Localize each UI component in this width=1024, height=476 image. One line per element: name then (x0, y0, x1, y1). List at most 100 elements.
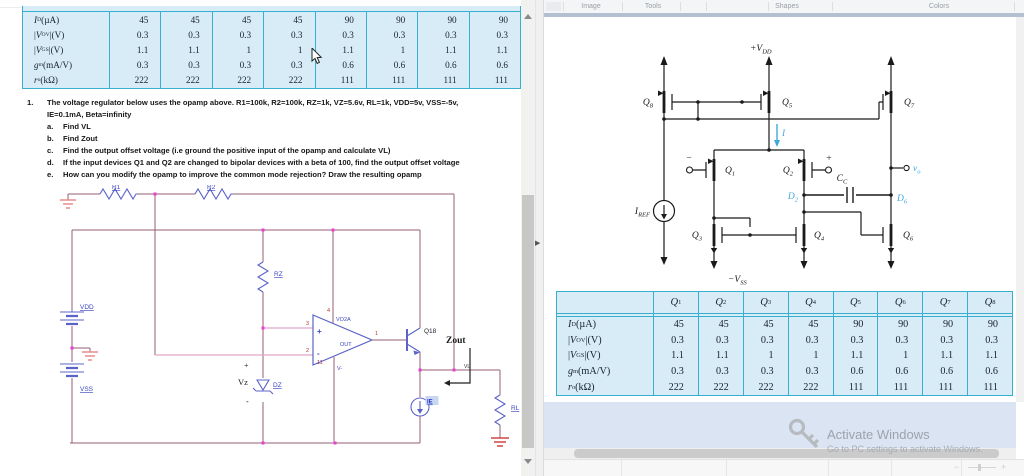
opamp-wires (662, 63, 903, 263)
pin1-label: 1 (375, 331, 378, 337)
activate-windows-title: Activate Windows (827, 427, 930, 442)
table-cell: 1.1 (468, 42, 520, 58)
scroll-up-arrow[interactable] (524, 14, 532, 19)
vz-plus: + (244, 361, 249, 370)
ribbon-separator (622, 2, 623, 11)
table-cell: 45 (697, 317, 743, 333)
ground-symbol-mid (82, 351, 98, 361)
fig-vdd-label: +VDD (750, 44, 772, 56)
problem-item-b: b. Find Zout (47, 134, 98, 143)
table-cell: 222 (263, 72, 314, 88)
vminus-label: V- (337, 366, 342, 372)
ribbon-bottom-band (544, 13, 1024, 17)
fig-q1-label: Q1 (725, 166, 735, 178)
canvas-lower-band (544, 402, 1016, 448)
fig-q4-label: Q4 (814, 231, 825, 243)
ground-symbol-load (491, 437, 509, 447)
fig-d2-label: D2 (787, 192, 799, 204)
zout-arrow (444, 348, 471, 386)
zoom-in-icon[interactable]: + (1001, 462, 1007, 472)
table-cell: 0.3 (109, 27, 160, 43)
activate-windows-subtitle: Go to PC settings to activate Windows. (827, 444, 983, 454)
image-editor-pane: Image Tools Shapes Colors (543, 0, 1024, 476)
table-cell (653, 314, 698, 317)
problem-statement: 1. The voltage regulator below uses the … (27, 97, 521, 181)
table-cell (557, 314, 653, 317)
horizontal-scrollbar-thumb[interactable] (574, 449, 999, 458)
resistor-rz (256, 261, 270, 293)
table-cell: 0.3 (787, 363, 833, 380)
table-cell: 1.1 (967, 348, 1012, 364)
table-cell: 0.3 (314, 27, 366, 43)
problem-item-c: c. Find the output offset voltage (i.e g… (47, 146, 391, 155)
ribbon-group-colors[interactable]: Colors (928, 3, 950, 10)
table-cell: 90 (922, 317, 967, 333)
canvas-margin (1016, 17, 1024, 402)
table-cell: 0.3 (109, 57, 160, 73)
table-cell: 0.6 (417, 57, 468, 73)
ground-symbol-top (60, 199, 76, 209)
net-vo2a-label: VO2A (336, 317, 351, 323)
table-cell: 111 (417, 72, 468, 88)
q18-label: Q18 (424, 328, 437, 335)
table-cell: 222 (653, 379, 698, 395)
table-cell: 0.3 (211, 27, 263, 43)
table-cell (832, 314, 878, 317)
pin3-label: 3 (306, 321, 309, 327)
resistor-r1 (99, 187, 138, 201)
iref-source (652, 199, 676, 223)
opamp-minus-sign: - (317, 349, 320, 358)
table-cell: 0.3 (697, 332, 743, 349)
scroll-down-arrow[interactable] (524, 459, 532, 464)
table-cell: 45 (742, 317, 788, 333)
ribbon-group-tools[interactable]: Tools (644, 3, 662, 10)
fig-q8-label: Q8 (643, 98, 654, 110)
table-cell: 45 (160, 12, 211, 28)
pane-expand-arrow[interactable]: ▶ (535, 240, 541, 247)
table-cell: 0.6 (314, 57, 366, 73)
table-cell: 0.6 (832, 363, 878, 380)
regulator-schematic: + - (60, 185, 520, 447)
opamp-arrowheads (658, 56, 895, 269)
vz-label: Vz (238, 377, 248, 387)
pin11-label: 11 (317, 360, 323, 366)
table-cell: 1.1 (922, 348, 967, 364)
table-cell: 45 (263, 12, 314, 28)
ribbon-group-image[interactable]: Image (581, 3, 601, 10)
resistor-rl (493, 394, 507, 426)
status-separator (621, 460, 622, 476)
table-cell: 90 (967, 317, 1012, 333)
table-cell: 0.6 (468, 57, 520, 73)
left-scrollbar-thumb[interactable] (522, 195, 534, 448)
zoom-out-icon[interactable]: − (954, 462, 960, 472)
table-cell: 0.3 (211, 57, 263, 73)
table-cell: 222 (160, 72, 211, 88)
table-cell: 0.3 (922, 332, 967, 349)
table-cell: 0.3 (468, 27, 520, 43)
fig-iref-label: IREF (634, 207, 651, 219)
pane-divider[interactable] (535, 0, 544, 476)
zoom-slider-thumb[interactable] (978, 464, 981, 471)
r1-label: R1 (112, 185, 121, 191)
input-terminals (685, 164, 910, 174)
table-cell (742, 314, 788, 317)
table-cell (787, 314, 833, 317)
fig-q5-label: Q5 (782, 98, 793, 110)
pin4-label: 4 (327, 308, 330, 314)
opamp-symbol: + - (312, 314, 407, 366)
status-separator (961, 460, 962, 476)
zoom-slider-track[interactable] (968, 467, 996, 468)
ribbon-group-shapes[interactable]: Shapes (775, 3, 799, 10)
iref-inner-arrow (661, 214, 667, 220)
problem-item-e: e. How can you modify the opamp to impro… (47, 170, 422, 179)
table-cell: 0.3 (417, 27, 468, 43)
clipboard-group-box[interactable] (546, 2, 561, 11)
fig-vo-label: vo (913, 164, 921, 176)
vz-minus: - (246, 397, 249, 406)
